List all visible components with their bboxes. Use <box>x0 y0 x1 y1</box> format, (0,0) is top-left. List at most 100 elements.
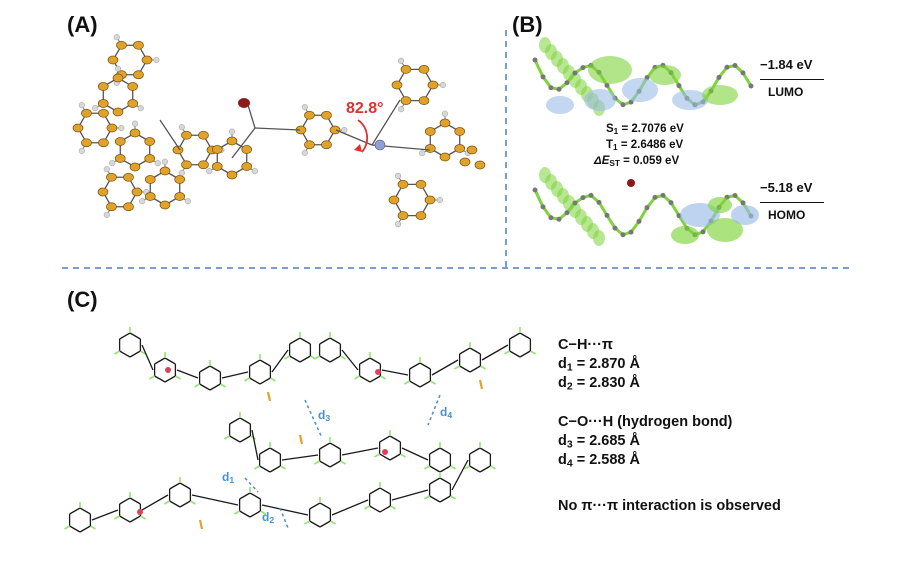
bond <box>329 337 341 345</box>
bond <box>229 417 241 425</box>
torsion-angle-arc <box>357 119 369 153</box>
delta-est-energy: ΔEST = 0.059 eV <box>594 155 680 169</box>
carbon-atom <box>211 145 223 154</box>
bond <box>331 499 369 516</box>
bond <box>401 447 429 461</box>
bond <box>469 347 481 355</box>
distance-line-d3 <box>304 399 323 439</box>
carbon-atom <box>129 128 141 138</box>
h-bond <box>279 465 286 470</box>
lumo-energy: −1.84 eV <box>760 57 813 72</box>
carbon-atom <box>141 55 153 65</box>
h-bond <box>244 377 251 382</box>
carbon-atom <box>97 187 109 197</box>
atom <box>620 102 626 108</box>
carbon-atom <box>129 162 141 172</box>
hydrogen-atom <box>395 221 402 228</box>
bond <box>469 465 481 473</box>
bond <box>329 355 341 363</box>
carbon-atom <box>81 138 92 148</box>
bond <box>229 435 241 443</box>
atom <box>596 199 602 205</box>
carbon-atom <box>72 123 84 133</box>
bond <box>259 447 271 455</box>
h-bond <box>194 383 201 388</box>
bond <box>369 357 381 365</box>
carbonyl-oxygen <box>198 519 204 530</box>
mark-d1: d1 <box>222 470 235 486</box>
bond <box>176 369 199 379</box>
bond <box>371 99 401 146</box>
carbon-atom <box>424 195 436 205</box>
h-bond <box>89 525 96 530</box>
bond <box>519 350 531 358</box>
hydrogen-atom <box>92 105 99 112</box>
carbon-atom <box>106 172 117 182</box>
bond <box>439 477 451 485</box>
hydrogen-atom <box>131 120 139 127</box>
orbital-lobe <box>649 65 681 85</box>
carbon-atom <box>81 108 92 118</box>
carbonyl-oxygen <box>298 434 304 445</box>
hydrogen-atom <box>301 104 308 111</box>
carbon-atom <box>226 170 238 180</box>
carbon-atom <box>397 211 409 220</box>
bond <box>129 332 141 340</box>
bond <box>379 487 391 495</box>
bond <box>637 206 649 223</box>
bond <box>199 383 211 391</box>
bond <box>261 504 309 516</box>
bond <box>154 357 166 365</box>
hydrogen-atom <box>301 149 308 156</box>
hydrogen-atom <box>103 211 110 218</box>
carbon-atom <box>241 162 253 171</box>
h-bond <box>454 365 461 370</box>
carbon-atom <box>107 55 119 65</box>
hydrogen-atom <box>419 150 426 157</box>
d1-value: d1 = 2.870 Å <box>558 356 640 374</box>
carbon-atom <box>123 172 134 182</box>
bond <box>91 509 119 521</box>
carbon-atom <box>97 99 109 108</box>
atom <box>724 64 730 70</box>
bond <box>129 515 141 523</box>
hydrogen-atom <box>137 105 144 112</box>
homo-energy-level-line <box>760 202 824 203</box>
carbon-atom <box>106 123 118 133</box>
carbon-atom <box>391 80 403 90</box>
atom <box>556 86 562 92</box>
hydrogen-atom <box>118 124 125 132</box>
carbon-atom <box>114 137 126 146</box>
bond <box>249 359 261 367</box>
carbon-atom <box>133 70 144 80</box>
bond <box>533 59 545 78</box>
bond <box>389 453 401 461</box>
distance-line-d1 <box>244 477 259 493</box>
hydrogen-atom <box>228 128 236 135</box>
mark-d2: d2 <box>262 510 275 526</box>
nitrogen-atom <box>137 509 143 515</box>
carbon-atom <box>181 130 192 140</box>
homo-label: HOMO <box>768 208 806 222</box>
nitrogen-atom <box>375 369 381 375</box>
orbital-lobe <box>707 218 743 242</box>
h-bond <box>234 510 241 515</box>
carbon-atom <box>415 211 427 220</box>
bond <box>254 127 301 131</box>
carbon-atom <box>144 137 156 146</box>
bond <box>419 362 431 370</box>
hydrogen-atom <box>398 106 405 113</box>
bond <box>159 119 181 151</box>
h-bond <box>114 515 121 520</box>
t1-energy: T1 = 2.6486 eV <box>606 139 684 153</box>
carbon-atom <box>144 154 156 163</box>
atom <box>668 200 674 206</box>
hydrogen-atom <box>103 166 110 173</box>
bond <box>439 447 451 455</box>
hydrogen-atom <box>251 168 258 175</box>
orbital-lobe <box>593 230 605 246</box>
carbon-atom <box>439 118 451 128</box>
carbonyl-oxygen <box>478 379 484 390</box>
s1-energy: S1 = 2.7076 eV <box>606 123 684 137</box>
hydrogen-atom <box>395 172 402 179</box>
